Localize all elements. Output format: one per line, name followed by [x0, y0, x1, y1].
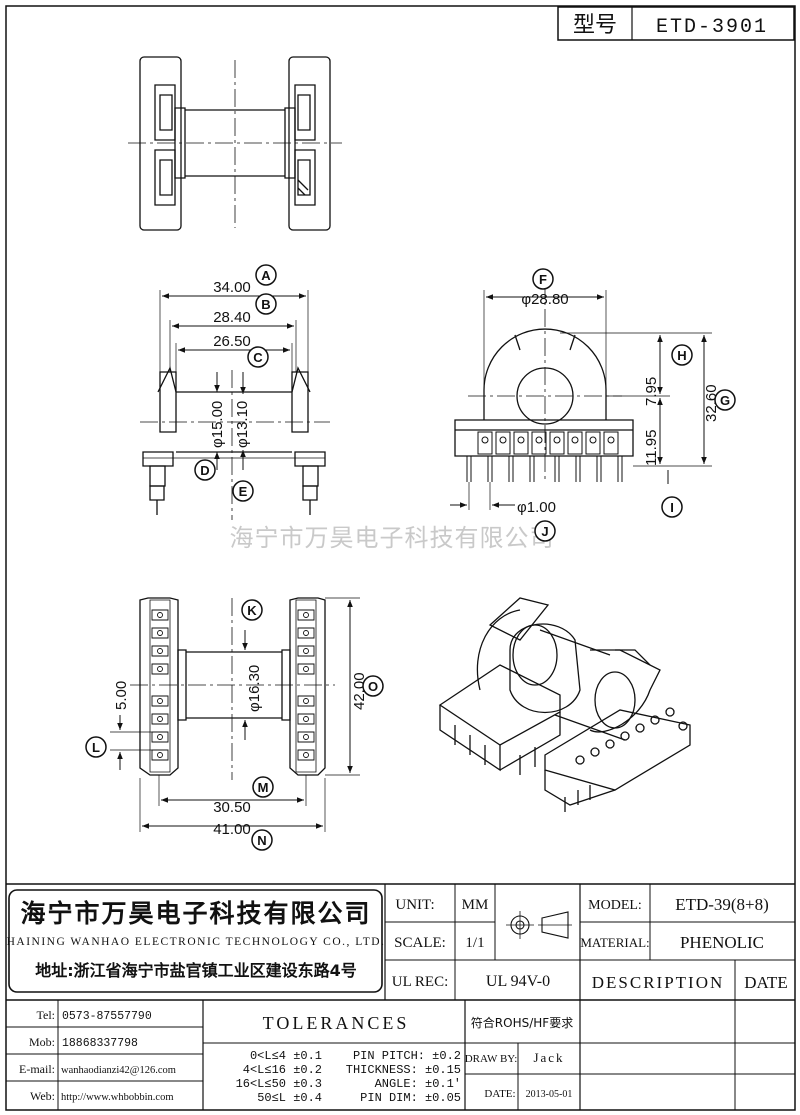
front-view-dimensions	[160, 290, 308, 470]
callout-bubbles: A B C D E F G H I J K L M N O	[86, 265, 735, 850]
contact-mob-value: 18868337798	[62, 1037, 138, 1050]
callout-m: M	[253, 777, 273, 797]
callout-d: D	[195, 460, 215, 480]
dim-e: φ13.10	[234, 401, 251, 448]
date-label: DATE:	[484, 1088, 515, 1100]
contact-web-label: Web:	[30, 1089, 55, 1103]
svg-text:A: A	[261, 268, 271, 283]
contact-email-label: E-mail:	[19, 1062, 55, 1076]
company-name-cn: 海宁市万昊电子科技有限公司	[20, 899, 371, 928]
top-view	[128, 57, 342, 230]
draw-by-value: Jack	[533, 1050, 564, 1065]
svg-text:K: K	[247, 603, 257, 618]
description-header: DESCRIPTION	[592, 973, 725, 992]
contact-tel-label: Tel:	[37, 1008, 56, 1022]
callout-a: A	[256, 265, 276, 285]
callout-f: F	[533, 269, 553, 289]
projection-symbol-icon	[506, 911, 572, 939]
dim-a: 34.00	[213, 279, 251, 296]
ul-rec-label: UL REC:	[392, 974, 449, 990]
tolerance-row-4: 50≤L ±0.4	[257, 1091, 322, 1105]
svg-text:J: J	[541, 524, 548, 539]
unit-label: UNIT:	[395, 897, 434, 913]
ul-rec-value: UL 94V-0	[486, 973, 550, 990]
callout-j: J	[535, 521, 555, 541]
dim-n: 41.00	[213, 821, 251, 838]
svg-text:F: F	[539, 272, 547, 287]
dim-j: φ1.00	[517, 499, 556, 516]
svg-text:B: B	[261, 297, 270, 312]
model-label: MODEL:	[588, 898, 642, 913]
svg-text:I: I	[670, 500, 674, 515]
pin-spec-3: ANGLE: ±0.1'	[375, 1077, 461, 1091]
model-value: ETD-39(8+8)	[675, 895, 769, 914]
callout-n: N	[252, 830, 272, 850]
svg-text:H: H	[677, 348, 686, 363]
model-header-value: ETD-3901	[656, 16, 768, 39]
svg-text:G: G	[720, 393, 730, 408]
contact-mob-label: Mob:	[29, 1035, 55, 1049]
dim-m: 30.50	[213, 799, 251, 816]
scale-label: SCALE:	[394, 935, 446, 951]
model-header-box: 型号 ETD-3901	[558, 7, 794, 40]
callout-c: C	[248, 347, 268, 367]
callout-l: L	[86, 737, 106, 757]
dim-h: 7.95	[643, 377, 660, 406]
material-label: MATERIAL:	[580, 935, 649, 950]
side-view-dimensions	[450, 290, 712, 510]
dim-b: 28.40	[213, 309, 251, 326]
tolerance-row-2: 4<L≤16 ±0.2	[243, 1063, 322, 1077]
bottom-view-dimensions	[110, 598, 360, 832]
scale-value: 1/1	[465, 935, 484, 951]
company-address: 地址:浙江省海宁市盐官镇工业区建设东路4号	[35, 961, 357, 980]
company-name-en: HAINING WANHAO ELECTRONIC TECHNOLOGY CO.…	[7, 936, 386, 948]
contact-web-value: http://www.whbobbin.com	[61, 1092, 173, 1103]
svg-text:N: N	[257, 833, 266, 848]
title-block	[6, 884, 795, 1110]
svg-text:E: E	[239, 484, 248, 499]
bottom-view	[130, 598, 335, 780]
unit-value: MM	[462, 897, 489, 913]
svg-text:O: O	[368, 679, 378, 694]
dim-c: 26.50	[213, 333, 251, 350]
pin-spec-1: PIN PITCH: ±0.2	[353, 1049, 461, 1063]
date-header: DATE	[744, 973, 787, 992]
contact-tel-value: 0573-87557790	[62, 1010, 152, 1023]
svg-text:L: L	[92, 740, 100, 755]
material-value: PHENOLIC	[680, 933, 764, 952]
callout-k: K	[242, 600, 262, 620]
rohs-note: 符合ROHS/HF要求	[471, 1015, 573, 1030]
isometric-view	[440, 598, 690, 812]
pin-spec-4: PIN DIM: ±0.05	[360, 1091, 461, 1105]
svg-text:D: D	[200, 463, 209, 478]
dim-i: 11.95	[643, 430, 660, 466]
dim-d: φ15.00	[209, 401, 226, 448]
watermark: 海宁市万昊电子科技有限公司	[230, 524, 555, 552]
contact-email-value: wanhaodianzi42@126.com	[61, 1065, 176, 1076]
callout-e: E	[233, 481, 253, 501]
svg-text:C: C	[253, 350, 263, 365]
dim-f: φ28.80	[521, 291, 568, 308]
date-value: 2013-05-01	[526, 1089, 573, 1100]
callout-h: H	[672, 345, 692, 365]
sheet-border	[6, 6, 795, 1110]
callout-i: I	[662, 497, 682, 517]
tolerance-row-3: 16<L≤50 ±0.3	[236, 1077, 322, 1091]
callout-o: O	[363, 676, 383, 696]
dim-g: 32.60	[703, 384, 720, 422]
callout-g: G	[715, 390, 735, 410]
dim-k: φ16.30	[246, 665, 263, 712]
side-view	[455, 280, 633, 482]
dim-l: 5.00	[113, 681, 130, 710]
svg-text:M: M	[258, 780, 269, 795]
callout-b: B	[256, 294, 276, 314]
draw-by-label: DRAW BY:	[465, 1053, 518, 1065]
tolerance-row-1: 0<L≤4 ±0.1	[250, 1049, 322, 1063]
tolerances-title: TOLERANCES	[263, 1013, 410, 1033]
pin-spec-2: THICKNESS: ±0.15	[346, 1063, 461, 1077]
model-header-label: 型号	[573, 12, 617, 37]
